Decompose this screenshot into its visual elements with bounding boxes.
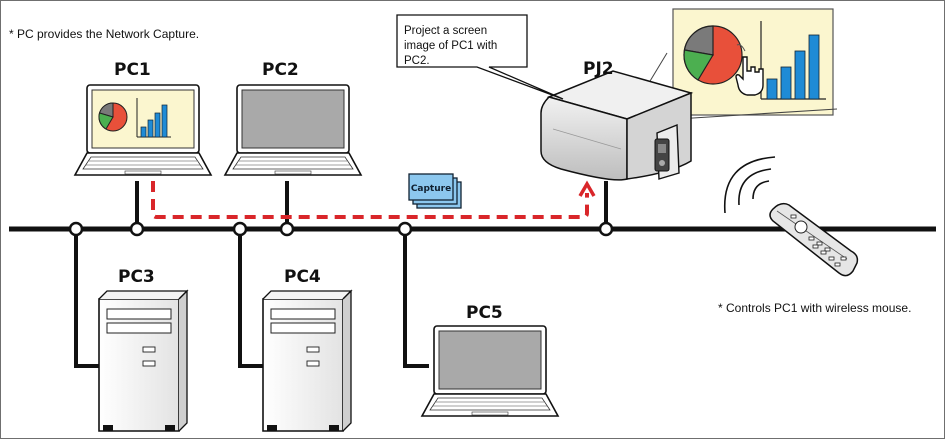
callout-line-1: Project a screen bbox=[404, 25, 488, 37]
note-wireless-mouse: * Controls PC1 with wireless mouse. bbox=[718, 301, 912, 315]
capture-frames-icon: Capture bbox=[408, 173, 462, 209]
network-drop-lines bbox=[74, 181, 608, 368]
label-pc1: PC1 bbox=[114, 60, 151, 80]
pc3-tower bbox=[98, 289, 189, 432]
pc2-laptop bbox=[223, 84, 363, 176]
label-pc3: PC3 bbox=[118, 267, 155, 287]
label-pc4: PC4 bbox=[284, 267, 321, 287]
label-pc5: PC5 bbox=[466, 303, 503, 323]
label-pj2: PJ2 bbox=[583, 59, 614, 79]
capture-label: Capture bbox=[411, 184, 451, 194]
label-pc2: PC2 bbox=[262, 60, 299, 80]
note-network-capture: * PC provides the Network Capture. bbox=[9, 27, 200, 41]
pj2-projector bbox=[540, 70, 694, 181]
remote-control-icon bbox=[769, 202, 859, 277]
capture-path bbox=[151, 180, 596, 219]
wireless-signal-icon bbox=[723, 156, 776, 214]
callout-line-3: PC2. bbox=[404, 55, 430, 67]
network-nodes bbox=[68, 221, 614, 237]
callout-box bbox=[396, 14, 564, 100]
pc5-laptop bbox=[420, 325, 560, 417]
pc4-tower bbox=[262, 289, 353, 432]
hand-pointer-icon bbox=[735, 44, 764, 96]
callout-line-2: image of PC1 with bbox=[404, 40, 498, 52]
pc1-screen-chart bbox=[98, 98, 171, 138]
pc1-laptop bbox=[73, 84, 213, 176]
projected-screen bbox=[672, 8, 834, 116]
callout-text: Project a screen image of PC1 with PC2. bbox=[404, 24, 516, 69]
